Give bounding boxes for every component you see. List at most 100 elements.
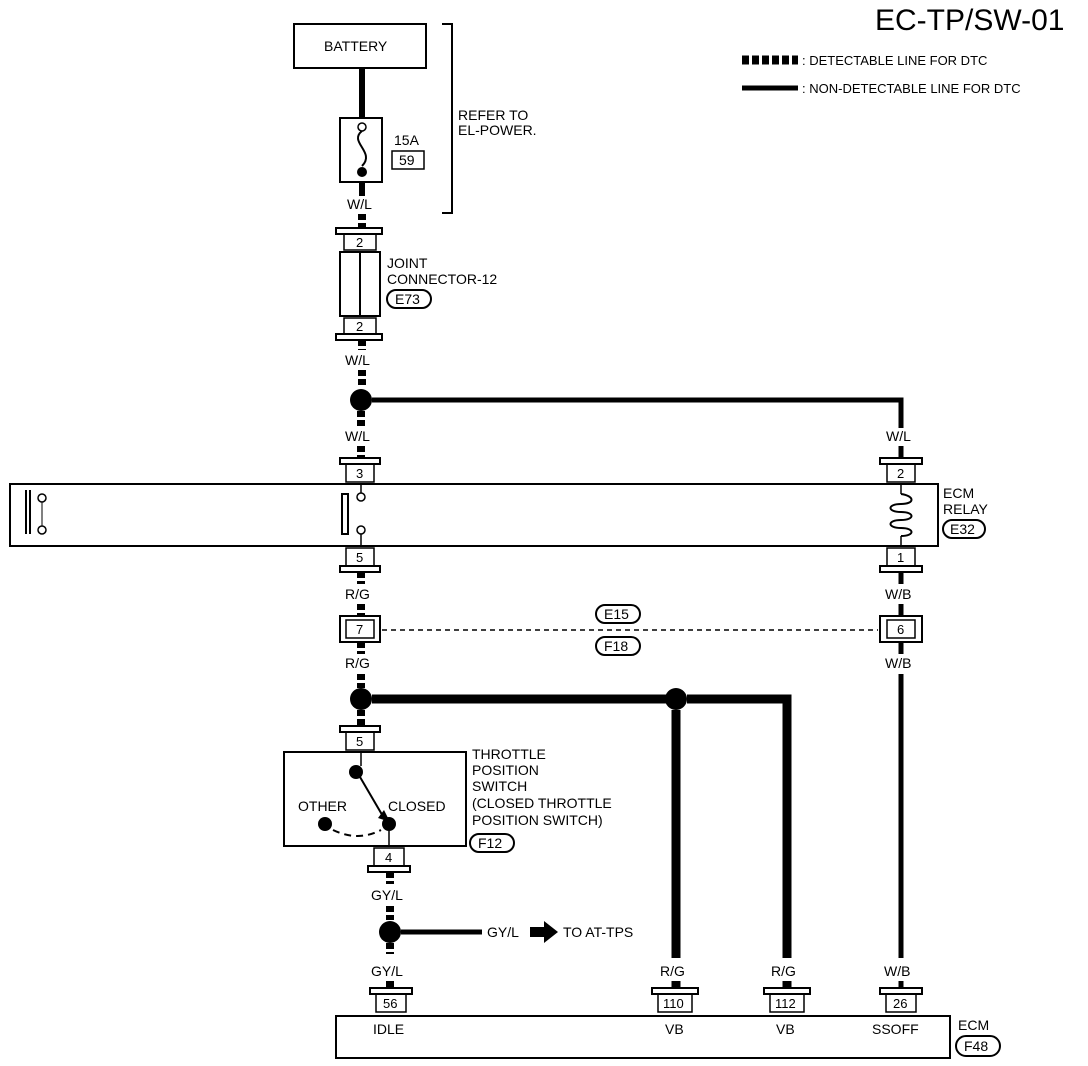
joint-code-box bbox=[386, 289, 432, 309]
at-tps-label: TO AT-TPS bbox=[563, 924, 633, 940]
joint-bottom-pin: 2 bbox=[356, 319, 363, 334]
ecm-terminal-idle: IDLE bbox=[373, 1021, 404, 1037]
wire-label-r-g-2: R/G bbox=[345, 655, 370, 671]
conn-f18-code: F18 bbox=[604, 638, 628, 654]
conn-e15-box bbox=[595, 604, 641, 624]
tps-contact-arm bbox=[359, 776, 385, 819]
ecm-relay-code: E32 bbox=[950, 521, 975, 537]
fuse-number: 59 bbox=[399, 152, 415, 168]
relay-pin2-bracket bbox=[879, 457, 923, 465]
ecm-terminal-vb-112: VB bbox=[776, 1021, 795, 1037]
ecm-relay-label-line2: RELAY bbox=[943, 501, 989, 517]
ecm-relay-label-line1: ECM bbox=[943, 485, 974, 501]
joint-label-line2: CONNECTOR-12 bbox=[387, 271, 497, 287]
joint-bottom-bracket bbox=[335, 333, 383, 341]
wire-label-w-l-1: W/L bbox=[347, 196, 372, 212]
ecm-terminal-ssoff: SSOFF bbox=[872, 1021, 919, 1037]
relay-switch-terminal-bottom bbox=[356, 525, 366, 535]
relay-coil bbox=[889, 493, 913, 537]
wire-label-gy-l-2: GY/L bbox=[487, 924, 519, 940]
tps-pin5-box bbox=[345, 731, 375, 751]
joint-top-pin: 2 bbox=[356, 235, 363, 250]
rg-to-ecm112-wire bbox=[687, 694, 792, 958]
relay-pin5: 5 bbox=[356, 550, 363, 565]
joint-top-bracket bbox=[335, 227, 383, 235]
ecm-pin-26: 26 bbox=[893, 996, 907, 1011]
tps-code: F12 bbox=[478, 835, 502, 851]
fuse-bottom-terminal bbox=[357, 167, 367, 177]
wire-label-gy-l-3: GY/L bbox=[371, 963, 403, 979]
tps-label-line1: THROTTLE bbox=[472, 746, 546, 762]
wire-label-r-g-3: R/G bbox=[660, 963, 685, 979]
ecm56-box bbox=[375, 993, 407, 1013]
conn7-pin: 7 bbox=[356, 622, 363, 637]
power-ref-line2: EL-POWER. bbox=[458, 122, 537, 138]
tps-closed-label: CLOSED bbox=[388, 798, 446, 814]
conn6-pin: 6 bbox=[897, 622, 904, 637]
relay-pin1: 1 bbox=[897, 550, 904, 565]
joint-top-pin-box bbox=[343, 233, 377, 251]
tps-pin4-bracket bbox=[367, 865, 411, 873]
ecm-relay-code-box bbox=[942, 519, 986, 539]
legend-detectable-label: : DETECTABLE LINE FOR DTC bbox=[802, 53, 987, 68]
battery-label: BATTERY bbox=[324, 38, 388, 54]
relay-pin3: 3 bbox=[356, 466, 363, 481]
ecm-code-box bbox=[955, 1035, 1001, 1057]
relay-pin1-bracket bbox=[879, 565, 923, 573]
ecm-label: ECM bbox=[958, 1017, 989, 1033]
relay-left-terminal-bottom bbox=[37, 525, 47, 535]
tps-other-label: OTHER bbox=[298, 798, 347, 814]
tps-pin4: 4 bbox=[385, 850, 392, 865]
ecm-terminal-vb-110: VB bbox=[665, 1021, 684, 1037]
relay-coil-feed-wire bbox=[372, 397, 904, 428]
tps-closed-terminal bbox=[382, 817, 396, 831]
ecm-pin-112: 112 bbox=[775, 996, 796, 1011]
splice-r-g-2 bbox=[665, 688, 687, 710]
relay-switch-terminal-top bbox=[356, 492, 366, 502]
wire-label-w-l-3: W/L bbox=[345, 428, 370, 444]
fuse-number-box bbox=[391, 150, 425, 170]
ecm-relay-body bbox=[9, 483, 939, 547]
tps-label-line5: POSITION SWITCH) bbox=[472, 812, 603, 828]
tps-code-box bbox=[469, 833, 515, 853]
tps-body bbox=[283, 751, 467, 847]
legend-non-detectable-label: : NON-DETECTABLE LINE FOR DTC bbox=[802, 81, 1021, 96]
wire-label-r-g-4: R/G bbox=[771, 963, 796, 979]
wire-label-gy-l-1: GY/L bbox=[371, 887, 403, 903]
rg4-label-gap bbox=[775, 958, 799, 966]
wire-label-w-l-2: W/L bbox=[345, 352, 370, 368]
ecm-pin-56: 56 bbox=[383, 996, 397, 1011]
tps-pin5: 5 bbox=[356, 734, 363, 749]
splice-gy-l bbox=[379, 921, 401, 943]
ecm26-box bbox=[885, 993, 917, 1013]
fuse-element bbox=[356, 130, 368, 167]
ecm-body bbox=[335, 1015, 951, 1059]
relay-pin3-bracket bbox=[339, 457, 381, 465]
to-at-tps-arrow bbox=[530, 921, 558, 943]
relay-switch-contact bbox=[341, 493, 349, 535]
joint-code: E73 bbox=[395, 291, 420, 307]
fuse-top-terminal bbox=[357, 122, 367, 132]
tps-label-line4: (CLOSED THROTTLE bbox=[472, 795, 612, 811]
ecm26-bracket bbox=[879, 987, 923, 995]
wire-label-r-g-1: R/G bbox=[345, 586, 370, 602]
tps-label-line3: SWITCH bbox=[472, 778, 527, 794]
relay-pin2-box bbox=[886, 463, 916, 483]
legend: : DETECTABLE LINE FOR DTC : NON-DETECTAB… bbox=[742, 53, 1021, 96]
splice-r-g bbox=[350, 688, 372, 710]
ecm112-box bbox=[769, 993, 805, 1013]
conn-e15-code: E15 bbox=[604, 606, 629, 622]
tps-other-terminal bbox=[318, 817, 332, 831]
ecm56-bracket bbox=[369, 987, 413, 995]
conn6-pin-box bbox=[886, 619, 916, 639]
power-bracket bbox=[442, 23, 453, 214]
ecm-code: F48 bbox=[964, 1038, 988, 1054]
wire-label-w-b-1: W/B bbox=[885, 586, 911, 602]
tps-label-line2: POSITION bbox=[472, 762, 539, 778]
relay-left-terminal-top bbox=[37, 493, 47, 503]
joint-label-line1: JOINT bbox=[387, 255, 428, 271]
fuse-rating: 15A bbox=[394, 132, 420, 148]
relay-pin5-bracket bbox=[339, 565, 381, 573]
conn-f18-box bbox=[595, 636, 641, 656]
